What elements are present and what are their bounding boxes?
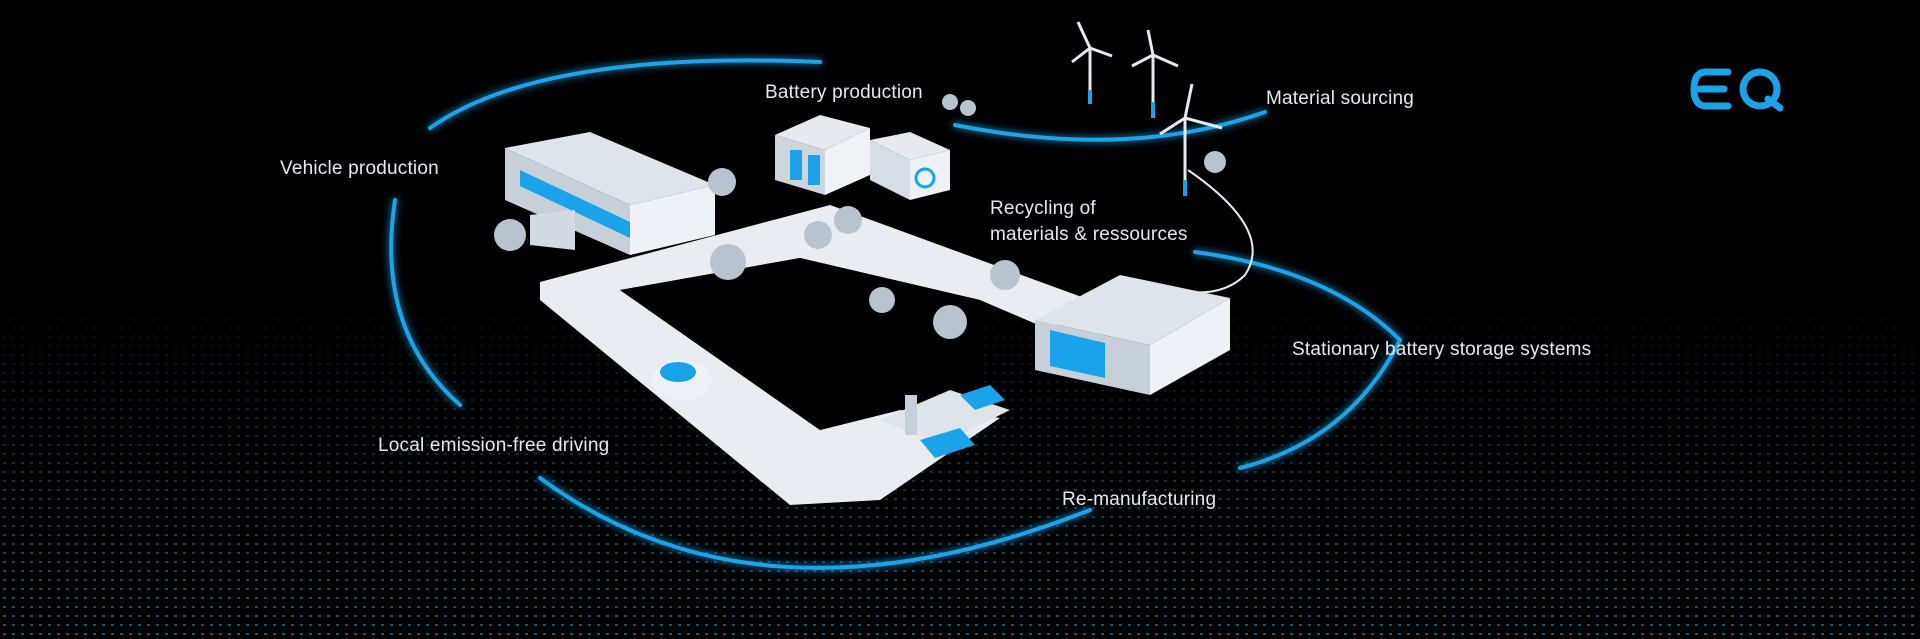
robot-station: [880, 385, 1010, 458]
label-remanufacturing: Re-manufacturing: [1062, 489, 1217, 510]
logo-text: EQ: [1688, 64, 1690, 65]
battery-factory: [775, 115, 950, 200]
cycle-arcs: [389, 58, 1403, 570]
label-material-sourcing: Material sourcing: [1266, 88, 1415, 109]
arc-bottom: [538, 476, 1092, 570]
wind-turbines: [1071, 21, 1223, 196]
wind-turbine-icon: [1131, 29, 1179, 118]
label-recycling-line1: Recycling of: [990, 198, 1096, 219]
label-recycling: Recycling of materials & ressources: [990, 196, 1188, 248]
label-vehicle-production: Vehicle production: [280, 158, 439, 179]
eq-logo: EQ: [1688, 64, 1784, 112]
label-battery-production: Battery production: [765, 82, 923, 103]
trees: [494, 94, 1226, 339]
label-stationary-storage: Stationary battery storage systems: [1292, 339, 1592, 360]
electric-car: [652, 360, 712, 400]
label-local-driving: Local emission-free driving: [378, 435, 610, 456]
label-recycling-line2: materials & ressources: [990, 224, 1188, 245]
arc-left: [389, 198, 462, 407]
arc-right: [1193, 250, 1403, 470]
connector-line: [1187, 169, 1254, 294]
remanufacturing-hall: [1035, 275, 1230, 395]
vehicle-factory: [505, 132, 715, 255]
wind-turbine-icon: [1071, 21, 1113, 104]
arc-top-right: [953, 110, 1267, 142]
wind-turbine-icon: [1159, 83, 1223, 196]
recycle-icon: [914, 167, 936, 189]
arc-top: [428, 58, 822, 130]
